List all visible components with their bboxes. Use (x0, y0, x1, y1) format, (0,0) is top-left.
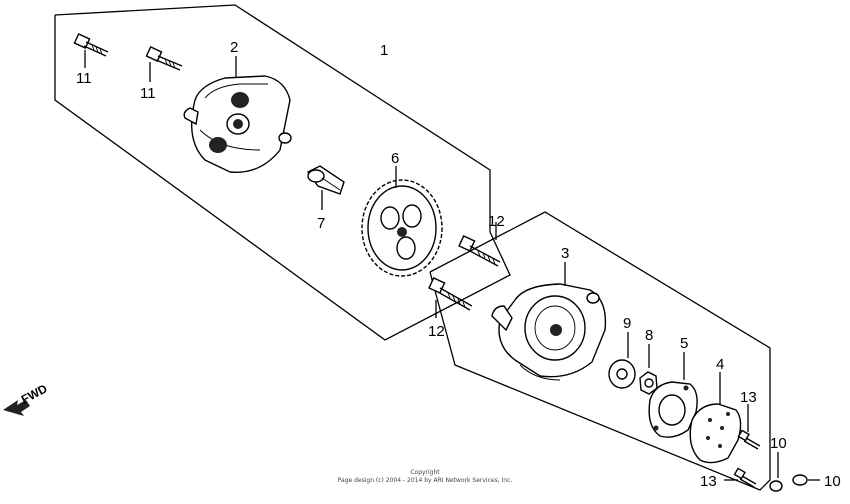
callout-5[interactable]: 5 (680, 335, 688, 352)
callout-11b[interactable]: 11 (140, 85, 156, 102)
copyright-text: Page design (c) 2004 - 2014 by ARI Netwo… (338, 477, 513, 484)
callout-10a[interactable]: 10 (770, 435, 787, 452)
callout-12a[interactable]: 12 (488, 213, 505, 230)
screw-13-upper[interactable] (737, 429, 761, 450)
callout-3[interactable]: 3 (561, 245, 569, 262)
screw-13-lower[interactable] (733, 467, 757, 488)
bolt-12-lower[interactable] (428, 277, 473, 311)
callout-13b[interactable]: 13 (700, 473, 717, 490)
assembly-3-boundary (429, 211, 771, 491)
copyright-heading: Copyright (410, 469, 440, 476)
callout-4[interactable]: 4 (716, 356, 724, 373)
callout-13a[interactable]: 13 (740, 389, 757, 406)
callout-8[interactable]: 8 (645, 327, 653, 344)
callout-11a[interactable]: 11 (76, 70, 92, 87)
dowel-pin-7[interactable] (306, 165, 345, 195)
o-ring-10-left[interactable] (769, 480, 783, 492)
callout-12b[interactable]: 12 (428, 323, 445, 340)
callout-2[interactable]: 2 (230, 39, 238, 56)
forward-arrow-icon (3, 400, 30, 416)
pump-cover-2[interactable] (183, 75, 292, 174)
callout-6[interactable]: 6 (391, 150, 399, 167)
assembly-1-boundary (54, 4, 511, 341)
callout-7[interactable]: 7 (317, 215, 325, 232)
bolt-11-right[interactable] (145, 46, 183, 71)
fwd-label: FWD (19, 381, 50, 406)
washer-9[interactable] (608, 359, 636, 389)
gasket-5[interactable] (648, 381, 698, 438)
callout-9[interactable]: 9 (623, 315, 631, 332)
bolt-12-upper[interactable] (458, 235, 501, 267)
end-cover-4[interactable] (689, 403, 742, 464)
bolt-11-left[interactable] (73, 33, 109, 57)
callout-10b[interactable]: 10 (824, 473, 841, 490)
drive-gear-6[interactable] (361, 179, 443, 277)
o-ring-10-right[interactable] (792, 474, 808, 486)
callout-1[interactable]: 1 (380, 42, 388, 59)
pump-body-3[interactable] (491, 283, 607, 381)
